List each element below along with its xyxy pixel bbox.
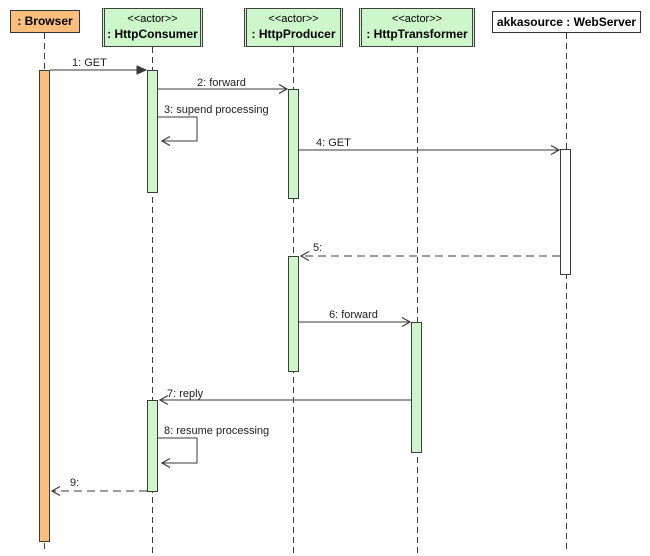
participant-name: : HttpTransformer — [366, 26, 468, 41]
participant-stereotype: <<actor>> — [127, 13, 178, 26]
lifeline-http-consumer — [152, 47, 153, 553]
message-8-label: 8: resume processing — [164, 425, 270, 437]
message-7-label: 7: reply — [167, 388, 204, 400]
participant-name: : Browser — [17, 14, 73, 28]
participant-box-http-consumer: <<actor>> : HttpConsumer — [102, 8, 203, 47]
message-2-label: 2: forward — [197, 77, 246, 89]
activation-http-transformer — [411, 322, 422, 453]
lifeline-web-server — [566, 33, 567, 553]
participant-stereotype: <<actor>> — [268, 13, 319, 26]
participant-name: : HttpConsumer — [107, 26, 198, 41]
activation-http-consumer-2 — [147, 400, 158, 492]
message-3-label: 3: supend processing — [164, 104, 269, 116]
participant-box-http-producer: <<actor>> : HttpProducer — [244, 8, 343, 47]
lifeline-http-transformer — [417, 47, 418, 553]
message-3-self-arrow — [158, 116, 198, 147]
participant-name: akkasource : WebServer — [496, 14, 637, 29]
participant-name: : HttpProducer — [251, 26, 336, 41]
participant-box-http-transformer: <<actor>> : HttpTransformer — [359, 8, 475, 47]
participant-box-browser: : Browser — [10, 10, 80, 33]
activation-browser — [39, 70, 50, 542]
message-6-label: 6: forward — [329, 309, 378, 321]
participant-stereotype: <<actor>> — [391, 13, 443, 26]
message-8-self-arrow — [158, 437, 198, 469]
activation-http-producer-1 — [288, 89, 299, 199]
message-9-label: 9: — [70, 477, 80, 489]
activation-http-producer-2 — [288, 256, 299, 372]
message-4-label: 4: GET — [316, 137, 351, 149]
activation-web-server — [560, 149, 571, 275]
message-1-label: 1: GET — [72, 57, 107, 69]
message-5-label: 5: — [313, 242, 323, 254]
participant-box-web-server: akkasource : WebServer — [492, 11, 641, 33]
activation-http-consumer-1 — [147, 70, 158, 193]
